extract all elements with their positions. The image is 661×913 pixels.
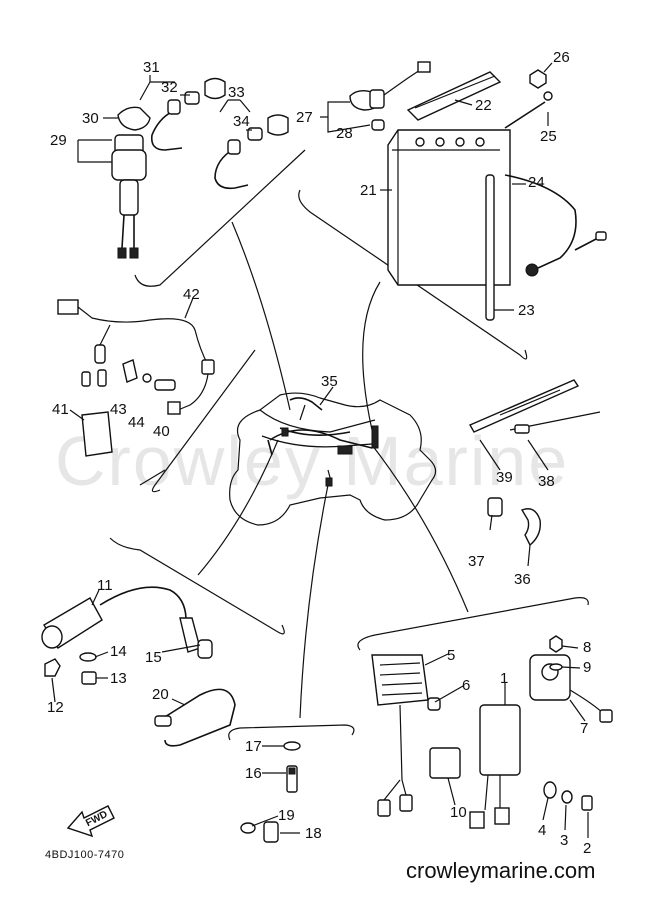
callout-12: 12 xyxy=(47,699,64,716)
callout-44: 44 xyxy=(128,414,145,431)
cable-ties-and-clamps xyxy=(469,379,601,547)
callout-8: 8 xyxy=(583,639,591,656)
callout-1: 1 xyxy=(500,670,508,687)
callout-18: 18 xyxy=(305,825,322,842)
callout-26: 26 xyxy=(553,49,570,66)
callout-25: 25 xyxy=(540,128,557,145)
callout-32: 32 xyxy=(161,79,178,96)
callout-24: 24 xyxy=(528,174,545,191)
callout-9: 9 xyxy=(583,659,591,676)
callout-36: 36 xyxy=(514,571,531,588)
callout-30: 30 xyxy=(82,110,99,127)
callout-27: 27 xyxy=(296,109,313,126)
leader-lines xyxy=(139,221,469,719)
sensor-lead-assembly xyxy=(57,299,215,457)
callout-leaders xyxy=(51,62,589,838)
part-code: 4BDJ100-7470 xyxy=(45,849,124,861)
callout-42: 42 xyxy=(183,286,200,303)
website-label: crowleymarine.com xyxy=(406,858,596,883)
spark-plug-group xyxy=(240,741,301,843)
callout-13: 13 xyxy=(110,670,127,687)
callout-23: 23 xyxy=(518,302,535,319)
callout-4: 4 xyxy=(538,822,546,839)
callout-19: 19 xyxy=(278,807,295,824)
callout-14: 14 xyxy=(110,643,127,660)
forward-direction-arrow: FWD xyxy=(66,805,115,838)
callout-2: 2 xyxy=(583,840,591,857)
battery-assembly xyxy=(349,61,607,321)
electrical-components-group xyxy=(371,635,613,829)
callout-28: 28 xyxy=(336,125,353,142)
callout-7: 7 xyxy=(580,720,588,737)
callout-3: 3 xyxy=(560,832,568,849)
callout-15: 15 xyxy=(145,649,162,666)
callout-39: 39 xyxy=(496,469,513,486)
callout-6: 6 xyxy=(462,677,470,694)
callout-numbers: 1 2 3 4 5 6 7 8 9 10 11 12 13 14 15 16 1… xyxy=(47,49,591,857)
callout-17: 17 xyxy=(245,738,262,755)
callout-38: 38 xyxy=(538,473,555,490)
callout-10: 10 xyxy=(450,804,467,821)
callout-43: 43 xyxy=(110,401,127,418)
callout-22: 22 xyxy=(475,97,492,114)
callout-41: 41 xyxy=(52,401,69,418)
callout-29: 29 xyxy=(50,132,67,149)
main-wire-harness xyxy=(267,397,379,487)
ignition-coil-assembly xyxy=(41,586,236,747)
callout-34: 34 xyxy=(233,113,250,130)
callout-33: 33 xyxy=(228,84,245,101)
callout-20: 20 xyxy=(152,686,169,703)
callout-37: 37 xyxy=(468,553,485,570)
watermark-text: Crowley Marine xyxy=(55,422,569,500)
callout-31: 31 xyxy=(143,59,160,76)
callout-35: 35 xyxy=(321,373,338,390)
callout-40: 40 xyxy=(153,423,170,440)
callout-11: 11 xyxy=(97,577,113,594)
callout-5: 5 xyxy=(447,647,455,664)
main-switch-assembly xyxy=(111,77,289,259)
region-dividers xyxy=(109,149,589,741)
callout-16: 16 xyxy=(245,765,262,782)
callout-21: 21 xyxy=(360,182,377,199)
